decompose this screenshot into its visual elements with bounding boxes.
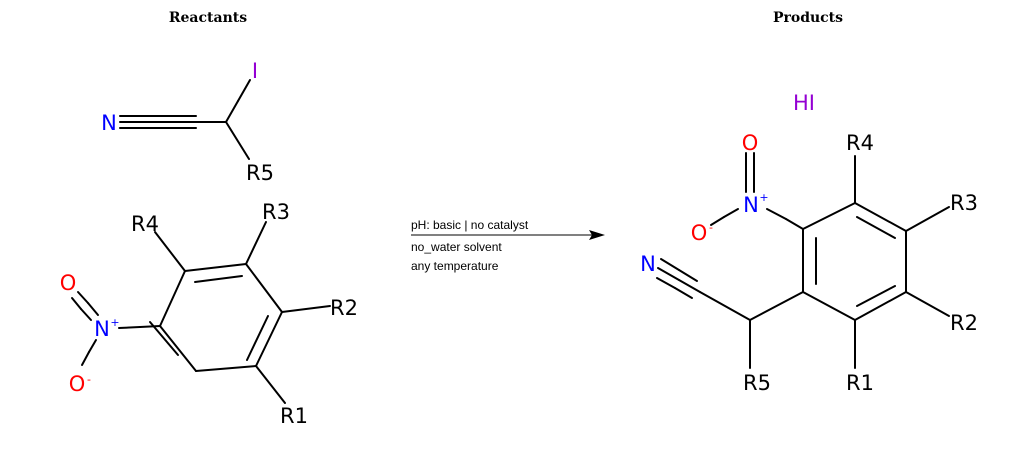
nitro-nitrogen-label: N [94, 317, 110, 341]
nitro-oxygen-single-label: O [69, 372, 86, 396]
nitrile-triple-bond-c-part [674, 287, 693, 299]
nitrile-triple-bond-c-part [678, 269, 698, 282]
ring-bond [159, 270, 186, 327]
reaction-arrow-group: pH: basic | no catalyst no_water solvent… [411, 218, 605, 273]
n-o-double-bond [80, 308, 92, 321]
reactant-iodoacetonitrile: N I R5 [101, 59, 274, 185]
r2-label: R2 [950, 311, 978, 335]
n-o-double-bond [77, 291, 89, 304]
c-n-bond-c-part [785, 218, 804, 230]
r3-bond [905, 206, 950, 232]
iodine-label: I [252, 59, 258, 83]
c-n-bond-n-part [766, 208, 787, 220]
ring-bond [255, 311, 283, 367]
n-o-single-bond [88, 339, 97, 353]
ring-bond [854, 202, 907, 232]
r3-bond [245, 221, 267, 265]
nitro-minus-charge: - [709, 221, 713, 234]
n-o-single-bond [81, 351, 90, 366]
nitro-nitrogen-label: N [743, 193, 759, 217]
hydrogen-iodide-label: HI [793, 91, 815, 115]
ch-nitrile-bond [699, 291, 751, 321]
r5-label: R5 [743, 371, 771, 395]
ring-inner-double-bond [149, 321, 179, 356]
c-n-bond-c-part [139, 325, 161, 328]
reactant-nitrobenzene: O N + O - R4 R3 R2 R1 [60, 200, 358, 428]
reaction-arrow-head [589, 230, 605, 240]
r4-label: R4 [131, 212, 159, 236]
condition-line-3: any temperature [411, 259, 499, 273]
c-i-bond-c-part [225, 100, 239, 123]
nitro-oxygen-double-label: O [60, 271, 77, 295]
r4-bond [154, 231, 186, 272]
ring-bond [245, 263, 283, 313]
nitrile-triple-bond-n-part [656, 277, 676, 289]
nitrile-nitrogen-label: N [101, 111, 117, 135]
ring-inner-double-bond [246, 315, 269, 361]
products-header: Products [773, 10, 843, 26]
nitro-plus-charge: + [110, 316, 119, 329]
ring-bond [195, 365, 257, 372]
r1-bond [255, 365, 286, 404]
reactants-header: Reactants [169, 10, 247, 26]
nitro-oxygen-single-label: O [691, 221, 708, 245]
condition-line-2: no_water solvent [411, 240, 502, 254]
product-aryl-acetonitrile: O N + O - N R4 R3 R2 R1 R5 [640, 131, 978, 395]
r3-label: R3 [950, 191, 978, 215]
r2-label: R2 [330, 296, 358, 320]
c-n-bond-n-part [118, 326, 141, 329]
ring-bond [184, 263, 247, 272]
ring-inner-double-bond [856, 285, 896, 307]
r3-label: R3 [262, 200, 290, 224]
r2-bond [905, 291, 950, 317]
ring-bond [802, 291, 856, 321]
n-o-single-bond [710, 216, 725, 226]
r4-label: R4 [846, 131, 874, 155]
n-o-double-bond [71, 297, 82, 310]
n-o-single-bond [723, 208, 739, 218]
nitro-oxygen-double-label: O [742, 131, 759, 155]
nitro-plus-charge: + [759, 191, 768, 204]
nitrile-triple-bond-c-part [678, 279, 701, 293]
ring-ch-bond [749, 291, 804, 321]
nitrile-triple-bond-n-part [657, 267, 680, 281]
condition-line-1: pH: basic | no catalyst [411, 218, 529, 232]
ring-bond [854, 291, 907, 321]
c-r5-bond [225, 121, 250, 160]
r2-bond [281, 305, 331, 313]
ring-bond [159, 325, 197, 372]
nitro-minus-charge: - [87, 373, 91, 386]
n-o-double-bond [87, 302, 99, 316]
r5-label: R5 [246, 161, 274, 185]
ring-bond [802, 202, 856, 230]
r1-label: R1 [846, 371, 874, 395]
ring-inner-double-bond [194, 275, 243, 283]
nitrile-triple-bond-n-part [660, 258, 680, 271]
r1-label: R1 [280, 404, 308, 428]
ring-inner-double-bond [856, 216, 896, 239]
c-i-bond-i-part [237, 79, 251, 102]
nitrile-nitrogen-label: N [640, 252, 656, 276]
